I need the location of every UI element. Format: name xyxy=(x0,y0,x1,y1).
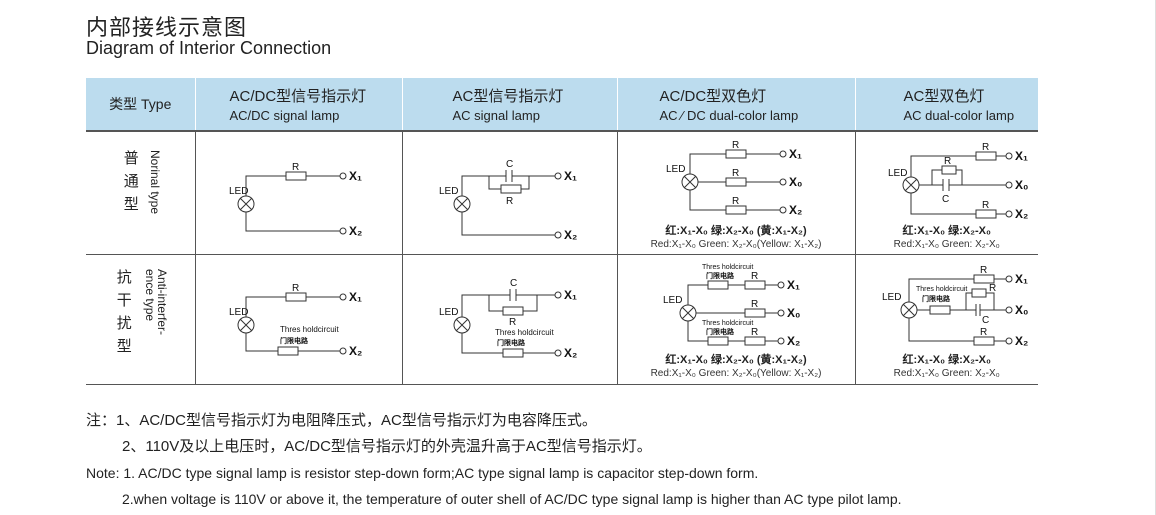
note-en-1: Note: 1. AC/DC type signal lamp is resis… xyxy=(86,465,759,481)
svg-text:R: R xyxy=(944,156,951,167)
svg-text:X₀: X₀ xyxy=(1015,178,1028,192)
svg-text:门限电路: 门限电路 xyxy=(280,336,309,345)
svg-text:Thres holdcircuit: Thres holdcircuit xyxy=(702,264,753,271)
svg-text:门限电路: 门限电路 xyxy=(706,327,735,336)
svg-text:Thres holdcircuit: Thres holdcircuit xyxy=(702,320,753,327)
svg-text:Thres holdcircuit: Thres holdcircuit xyxy=(280,325,339,334)
svg-text:R: R xyxy=(509,317,516,328)
svg-text:X₁: X₁ xyxy=(1015,272,1028,286)
svg-text:X₁: X₁ xyxy=(1015,149,1028,163)
note-cn-2: 2、110V及以上电压时，AC/DC型信号指示灯的外壳温升高于AC型信号指示灯。 xyxy=(122,438,652,455)
svg-text:X₂: X₂ xyxy=(1015,334,1028,348)
diagram-acdc-dual-normal: LED R R R X₁ X₀ X₂ 红:X₁-X₀ 绿:X₂-X₀ (黄:X₁-X₂)… xyxy=(616,130,855,255)
svg-text:X₀: X₀ xyxy=(789,175,802,189)
svg-text:LED: LED xyxy=(663,295,682,306)
svg-text:门限电路: 门限电路 xyxy=(922,294,951,303)
svg-text:C: C xyxy=(982,315,989,326)
svg-text:R: R xyxy=(506,196,513,207)
caption-en: Red:X₁-X₀ Green: X₂-X₀ xyxy=(893,239,1000,250)
diagram-acdc-normal: LED R X₁ X₂ xyxy=(194,130,402,255)
svg-text:门限电路: 门限电路 xyxy=(497,338,526,347)
svg-text:R: R xyxy=(982,142,989,153)
svg-text:门限电路: 门限电路 xyxy=(706,271,735,280)
svg-text:R: R xyxy=(980,327,987,338)
svg-text:R: R xyxy=(980,265,987,276)
caption-en: Red:X₁-X₀ Green: X₂-X₀(Yellow: X₁-X₂) xyxy=(650,239,822,250)
svg-text:X₂: X₂ xyxy=(789,203,802,217)
svg-text:R: R xyxy=(292,283,299,294)
svg-text:C: C xyxy=(942,194,949,205)
svg-text:R: R xyxy=(732,168,739,179)
diagram-ac-anti: LED C R Thres holdcircuit 门限电路 X₁ X₂ xyxy=(401,254,617,385)
svg-text:LED: LED xyxy=(888,168,907,179)
svg-text:LED: LED xyxy=(882,292,901,303)
svg-text:R: R xyxy=(989,283,996,294)
svg-text:X₁: X₁ xyxy=(564,288,577,302)
svg-text:R: R xyxy=(732,140,739,151)
svg-text:C: C xyxy=(506,159,513,170)
svg-text:X₂: X₂ xyxy=(564,346,577,360)
svg-text:R: R xyxy=(292,162,299,173)
svg-text:X₂: X₂ xyxy=(787,334,800,348)
svg-text:Thres holdcircuit: Thres holdcircuit xyxy=(495,328,554,337)
svg-text:R: R xyxy=(751,327,758,338)
svg-text:X₀: X₀ xyxy=(787,306,800,320)
svg-text:LED: LED xyxy=(229,186,248,197)
svg-text:X₂: X₂ xyxy=(1015,207,1028,221)
note-en-2: 2.when voltage is 110V or above it, the … xyxy=(122,491,902,507)
svg-text:X₁: X₁ xyxy=(349,290,362,304)
title-chinese: 内部接线示意图 xyxy=(86,15,248,40)
diagram-acdc-dual-anti: LED Thres holdcircuit 门限电路 R R Thres hold… xyxy=(616,254,855,385)
title-english: Diagram of Interior Connection xyxy=(86,38,332,58)
caption-cn: 红:X₁-X₀ 绿:X₂-X₀ (黄:X₁-X₂) xyxy=(665,354,807,366)
svg-text:R: R xyxy=(732,196,739,207)
caption-en: Red:X₁-X₀ Green: X₂-X₀ xyxy=(893,368,1000,379)
svg-text:X₂: X₂ xyxy=(349,224,362,238)
caption-cn: 红:X₁-X₀ 绿:X₂-X₀ xyxy=(902,225,991,237)
svg-text:X₀: X₀ xyxy=(1015,303,1028,317)
svg-text:X₂: X₂ xyxy=(349,344,362,358)
svg-text:X₁: X₁ xyxy=(564,169,577,183)
caption-cn: 红:X₁-X₀ 绿:X₂-X₀ xyxy=(902,354,991,366)
svg-text:X₂: X₂ xyxy=(564,228,577,242)
svg-text:X₁: X₁ xyxy=(789,147,802,161)
svg-text:X₁: X₁ xyxy=(349,169,362,183)
caption-en: Red:X₁-X₀ Green: X₂-X₀(Yellow: X₁-X₂) xyxy=(650,368,822,379)
diagram-ac-normal: LED C R X₁ X₂ xyxy=(401,130,617,255)
svg-text:LED: LED xyxy=(666,164,685,175)
svg-text:LED: LED xyxy=(229,307,248,318)
diagram-acdc-anti: LED R Thres holdcircuit 门限电路 X₁ X₂ xyxy=(194,254,402,385)
diagram-ac-dual-normal: LED R C R R X₁ X₀ X₂ 红:X₁-X₀ 绿:X₂-X₀ Red:X₁… xyxy=(854,130,1038,255)
svg-text:R: R xyxy=(751,271,758,282)
svg-text:LED: LED xyxy=(439,186,458,197)
svg-text:C: C xyxy=(510,278,517,289)
svg-text:LED: LED xyxy=(439,307,458,318)
header-type: 类型 Type xyxy=(86,78,195,131)
notes: 注：1、AC/DC型信号指示灯为电阻降压式，AC型信号指示灯为电容降压式。 2、… xyxy=(86,408,902,512)
svg-text:R: R xyxy=(751,299,758,310)
svg-text:Thres holdcircuit: Thres holdcircuit xyxy=(916,286,967,293)
note-cn-1: 注：1、AC/DC型信号指示灯为电阻降压式，AC型信号指示灯为电容降压式。 xyxy=(86,412,597,429)
caption-cn: 红:X₁-X₀ 绿:X₂-X₀ (黄:X₁-X₂) xyxy=(665,225,807,237)
svg-text:R: R xyxy=(982,200,989,211)
svg-text:X₁: X₁ xyxy=(787,278,800,292)
